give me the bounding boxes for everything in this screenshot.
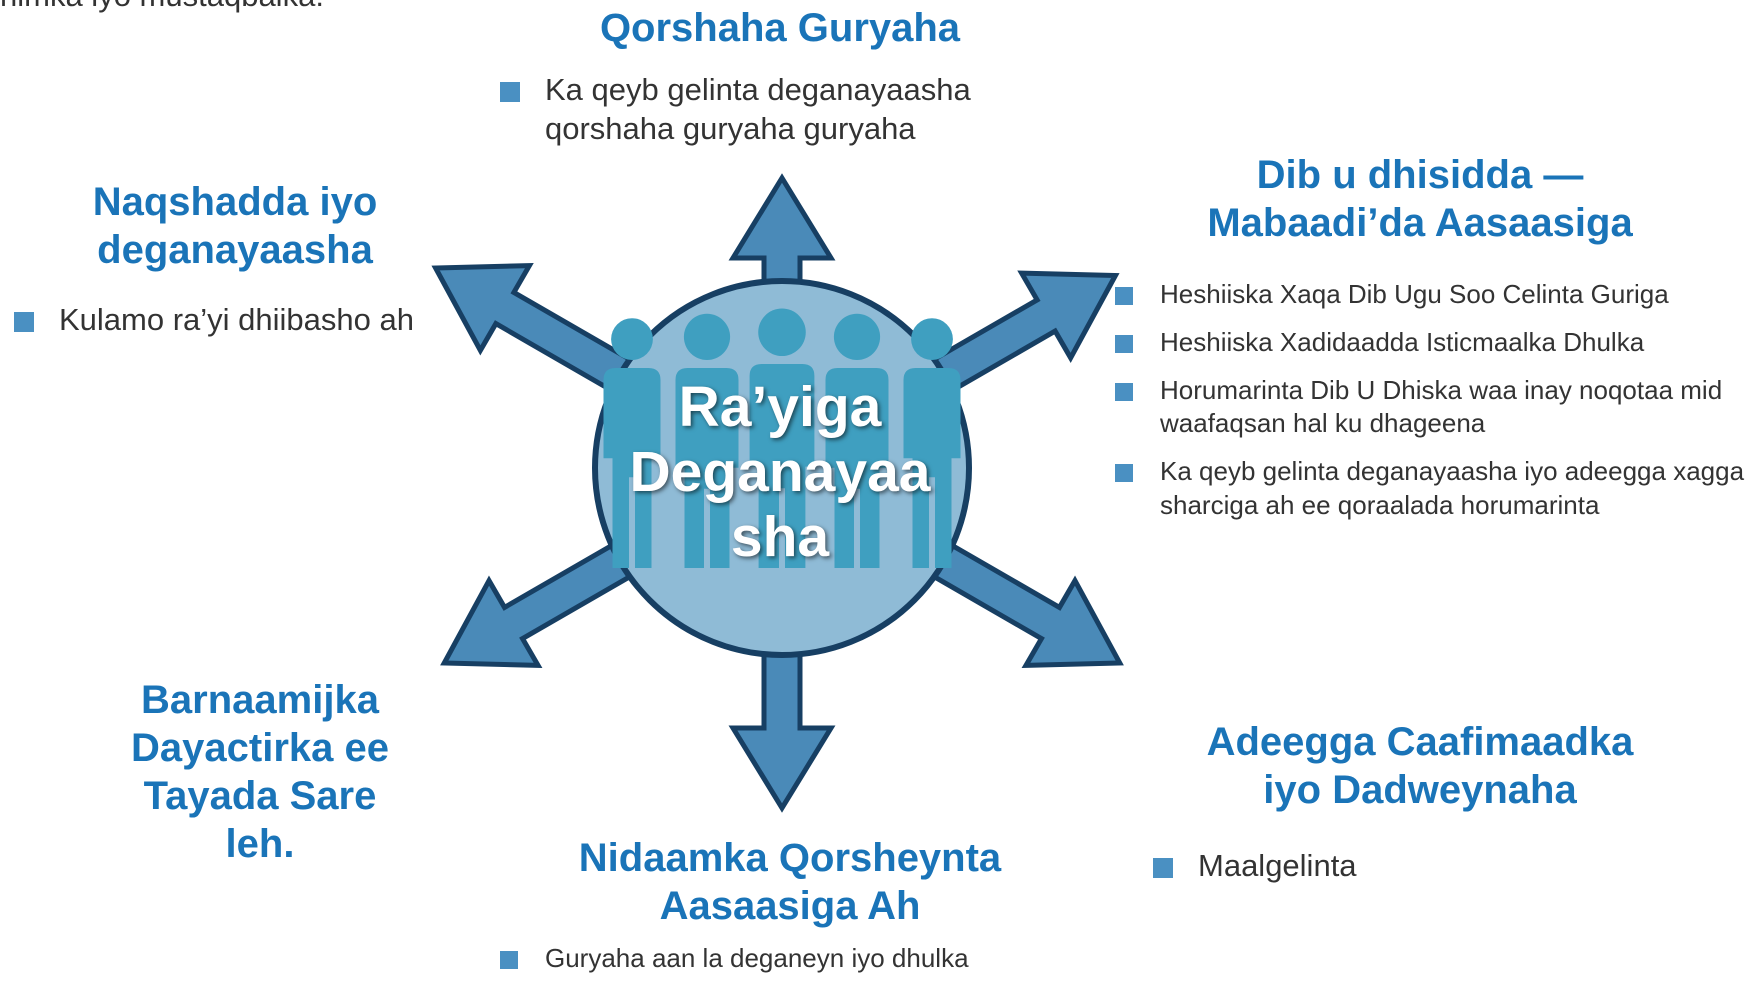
person-icon xyxy=(749,308,815,568)
upper-right-bullet-text: Heshiiska Xaqa Dib Ugu Soo Celinta Gurig… xyxy=(1160,279,1669,309)
lower-right-section-bullets: Maalgelinta xyxy=(1153,847,1713,886)
bottom-bullet-item: Guryaha aan la deganeyn iyo dhulka xyxy=(500,942,1100,976)
square-bullet-icon xyxy=(500,82,520,102)
bottom-section-bullets: Guryaha aan la deganeyn iyo dhulka xyxy=(500,942,1100,990)
square-bullet-icon xyxy=(1115,464,1133,483)
upper-right-bullet-item: Horumarinta Dib U Dhiska waa inay noqota… xyxy=(1115,374,1760,442)
square-bullet-icon xyxy=(1153,858,1173,878)
center-label-line-3: sha xyxy=(730,504,830,569)
lower-left-title-line-3: Tayada Sare xyxy=(143,774,377,818)
lower-right-title-line-1: Adeegga Caafimaadka xyxy=(1206,720,1634,764)
person-icon xyxy=(603,318,661,568)
square-bullet-icon xyxy=(1115,287,1133,305)
lower-right-bullet-item: Maalgelinta xyxy=(1153,847,1713,886)
top-section-bullets: Ka qeyb gelinta deganayaasha qorshaha gu… xyxy=(500,71,1080,149)
upper-left-bullet-text: Kulamo ra’yi dhiibasho ah xyxy=(59,302,414,337)
top-bullet-text: Ka qeyb gelinta deganayaasha qorshaha gu… xyxy=(545,72,971,146)
lower-left-title-line-2: Dayactirka ee xyxy=(131,726,389,770)
lower-left-title-line-4: leh. xyxy=(225,822,295,866)
upper-left-section-bullets: Kulamo ra’yi dhiibasho ah xyxy=(14,301,444,340)
bottom-section-title: Nidaamka Qorsheynta Aasaasiga Ah xyxy=(510,834,1070,930)
upper-right-section-bullets: Heshiiska Xaqa Dib Ugu Soo Celinta Gurig… xyxy=(1115,278,1760,537)
square-bullet-icon xyxy=(500,951,518,969)
person-icon xyxy=(675,313,739,568)
upper-left-section-title: Naqshadda iyo deganayaasha xyxy=(30,178,440,274)
square-bullet-icon xyxy=(14,312,34,332)
bottom-title-line-2: Aasaasiga Ah xyxy=(659,884,921,928)
upper-right-bullet-text: Heshiiska Xadidaadda Isticmaalka Dhulka xyxy=(1160,326,1645,357)
person-icon xyxy=(825,313,889,568)
upper-right-bullet-item: Heshiiska Xaqa Dib Ugu Soo Celinta Gurig… xyxy=(1115,278,1760,312)
upper-left-bullet-item: Kulamo ra’yi dhiibasho ah xyxy=(14,301,444,340)
people-group-icon xyxy=(603,308,961,568)
lower-right-bullet-text: Maalgelinta xyxy=(1198,848,1357,883)
upper-right-bullet-item: Heshiiska Xadidaadda Isticmaalka Dhulka xyxy=(1115,326,1760,360)
center-label-line-1: Ra’yiga xyxy=(678,375,882,439)
upper-right-bullet-item: Ka qeyb gelinta deganayaasha iyo adeegga… xyxy=(1115,455,1760,523)
lower-left-section-title: Barnaamijka Dayactirka ee Tayada Sare le… xyxy=(55,676,465,868)
upper-right-title-line-1: Dib u dhisidda — xyxy=(1256,153,1584,197)
upper-left-title-line-1: Naqshadda iyo xyxy=(92,180,378,224)
bottom-title-line-1: Nidaamka Qorsheynta xyxy=(578,836,1002,880)
top-section-title: Qorshaha Guryaha xyxy=(560,4,1000,52)
center-label: Ra’yiga Deganayaa sha xyxy=(615,375,945,570)
person-icon xyxy=(903,318,961,568)
top-bullet-item: Ka qeyb gelinta deganayaasha qorshaha gu… xyxy=(500,71,1080,149)
upper-right-bullet-text: Horumarinta Dib U Dhiska waa inay noqota… xyxy=(1160,374,1723,439)
center-label-line-2: Deganayaa xyxy=(629,439,931,504)
square-bullet-icon xyxy=(1115,382,1133,401)
upper-right-title-line-2: Mabaadi’da Aasaasiga xyxy=(1207,201,1633,245)
lower-right-section-title: Adeegga Caafimaadka iyo Dadweynaha xyxy=(1140,718,1700,814)
bottom-bullet-text: Guryaha aan la deganeyn iyo dhulka xyxy=(545,943,969,973)
square-bullet-icon xyxy=(1115,334,1133,353)
top-section-title-text: Qorshaha Guryaha xyxy=(599,6,961,50)
lower-right-title-line-2: iyo Dadweynaha xyxy=(1263,768,1577,812)
clipped-top-text: nimka iyo mustaqbalka. xyxy=(0,0,460,14)
upper-right-section-title: Dib u dhisidda — Mabaadi’da Aasaasiga xyxy=(1130,151,1710,247)
lower-left-title-line-1: Barnaamijka xyxy=(141,678,379,722)
upper-right-bullet-text: Ka qeyb gelinta deganayaasha iyo adeegga… xyxy=(1160,456,1745,520)
upper-left-title-line-2: deganayaasha xyxy=(97,228,373,272)
